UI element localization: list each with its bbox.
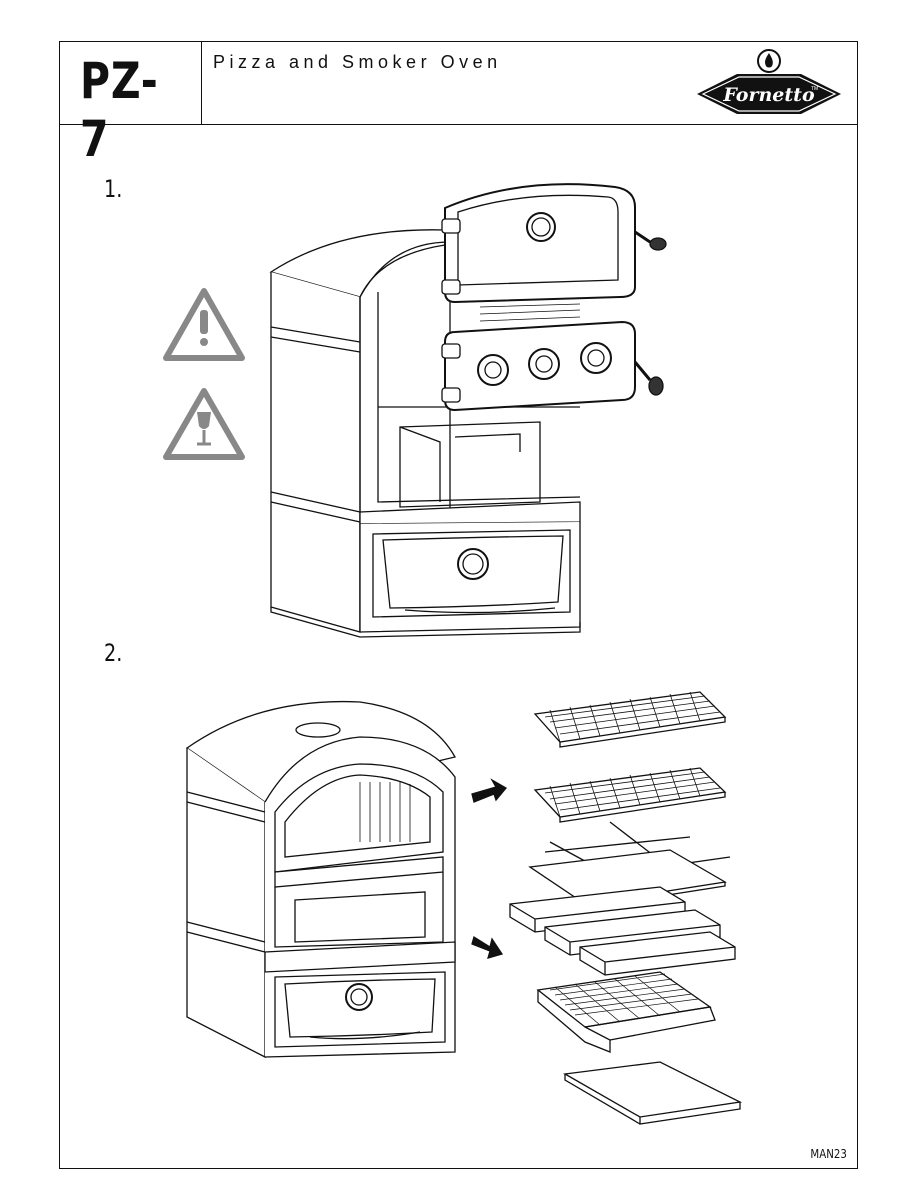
manual-code: MAN23: [811, 1147, 847, 1161]
step-2-illustration: [60, 42, 859, 1170]
page-frame: PZ-7 Pizza and Smoker Oven Fornetto TM 1…: [59, 41, 858, 1169]
